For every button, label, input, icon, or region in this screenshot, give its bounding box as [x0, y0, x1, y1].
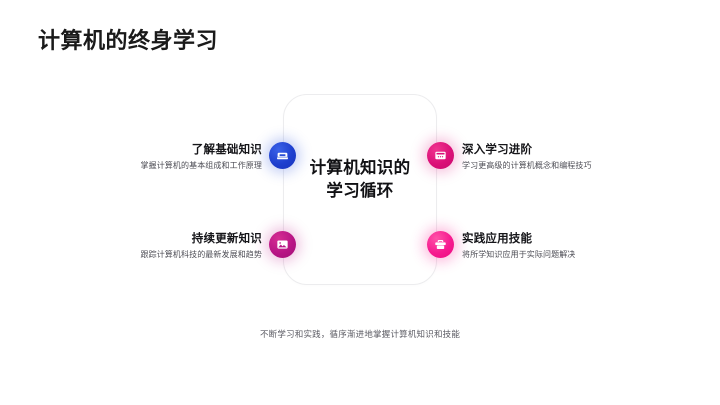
label-update: 持续更新知识 跟踪计算机科技的最新发展和趋势 — [58, 232, 262, 261]
node-update[interactable] — [269, 231, 296, 258]
node-advanced[interactable] — [427, 142, 454, 169]
label-update-description: 跟踪计算机科技的最新发展和趋势 — [140, 250, 262, 260]
briefcase-icon — [434, 238, 447, 251]
node-foundation[interactable] — [269, 142, 296, 169]
node-practice[interactable] — [427, 231, 454, 258]
label-foundation-description: 掌握计算机的基本组成和工作原理 — [140, 161, 262, 171]
label-practice-title: 实践应用技能 — [462, 233, 533, 245]
page-title: 计算机的终身学习 — [38, 28, 219, 53]
label-practice: 实践应用技能 将所学知识应用于实际问题解决 — [462, 232, 672, 261]
cycle-card-title: 计算机知识的 学习循环 — [284, 157, 436, 203]
label-advanced-description: 学习更高级的计算机概念和编程技巧 — [462, 161, 592, 171]
footer-note: 不断学习和实践，循序渐进地掌握计算机知识和技能 — [259, 329, 461, 339]
label-foundation: 了解基础知识 掌握计算机的基本组成和工作原理 — [58, 143, 262, 172]
label-advanced-title: 深入学习进阶 — [462, 144, 533, 156]
book-open-icon — [276, 149, 289, 162]
image-picture-icon — [276, 238, 289, 251]
label-update-title: 持续更新知识 — [191, 233, 262, 245]
cycle-card-title-line2: 学习循环 — [326, 181, 394, 200]
label-advanced: 深入学习进阶 学习更高级的计算机概念和编程技巧 — [462, 143, 672, 172]
browser-window-icon — [434, 149, 447, 162]
label-foundation-title: 了解基础知识 — [191, 144, 262, 156]
label-practice-description: 将所学知识应用于实际问题解决 — [462, 250, 576, 260]
cycle-card-title-line1: 计算机知识的 — [309, 159, 411, 177]
cycle-card: 计算机知识的 学习循环 — [283, 94, 437, 285]
